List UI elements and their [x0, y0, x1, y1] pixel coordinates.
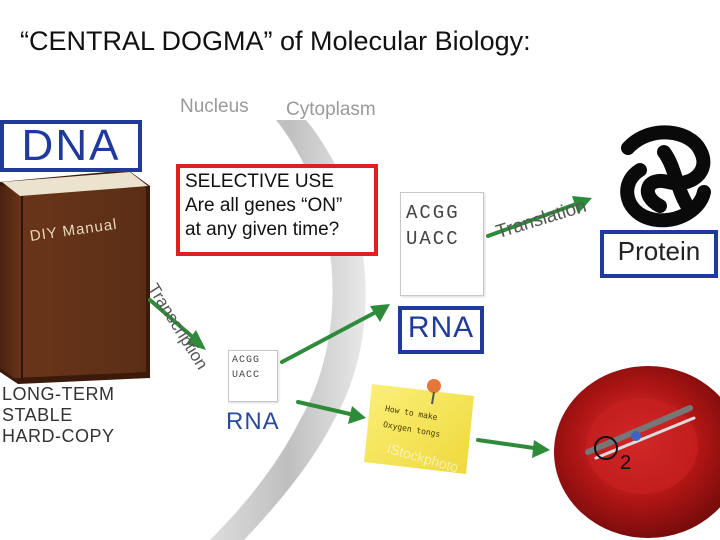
- book-illustration: [0, 170, 150, 384]
- sticky-note-illustration: [364, 379, 474, 474]
- rna-sequence: UACC: [406, 228, 460, 250]
- dna-box: [0, 120, 142, 172]
- slide-title: “CENTRAL DOGMA” of Molecular Biology:: [20, 26, 531, 56]
- dna-caption: LONG-TERM STABLE HARD-COPY: [2, 384, 115, 447]
- selective-line: at any given time?: [185, 219, 340, 240]
- oxygen-subscript: 2: [620, 452, 632, 474]
- protein-structure-illustration: [620, 125, 711, 228]
- nucleus-label: Nucleus: [180, 96, 249, 117]
- red-blood-cell-illustration: [554, 366, 720, 538]
- protein-label: Protein: [617, 236, 701, 266]
- rna-sequence: ACGG: [406, 202, 460, 224]
- rna-box: [398, 306, 484, 354]
- selective-use-box: [176, 164, 378, 256]
- dna-label: DNA: [21, 121, 121, 170]
- selective-line: SELECTIVE USE: [185, 171, 334, 192]
- rna-sequence: UACC: [232, 370, 261, 381]
- rna-card: [400, 192, 484, 296]
- rna-label: RNA: [407, 311, 475, 344]
- caption-line: LONG-TERM: [2, 384, 115, 404]
- protein-box: [600, 230, 718, 278]
- cytoplasm-label: Cytoplasm: [286, 99, 376, 120]
- rna-label: RNA: [226, 408, 280, 435]
- selective-line: Are all genes “ON”: [185, 195, 343, 216]
- caption-line: STABLE: [2, 405, 73, 425]
- selective-use-text: SELECTIVE USE Are all genes “ON” at any …: [185, 170, 373, 242]
- oxygen-symbol: [594, 436, 618, 460]
- flow-arrows: [148, 196, 592, 458]
- rna-card: [228, 350, 278, 402]
- rna-sequence: ACGG: [232, 355, 261, 366]
- caption-line: HARD-COPY: [2, 426, 115, 446]
